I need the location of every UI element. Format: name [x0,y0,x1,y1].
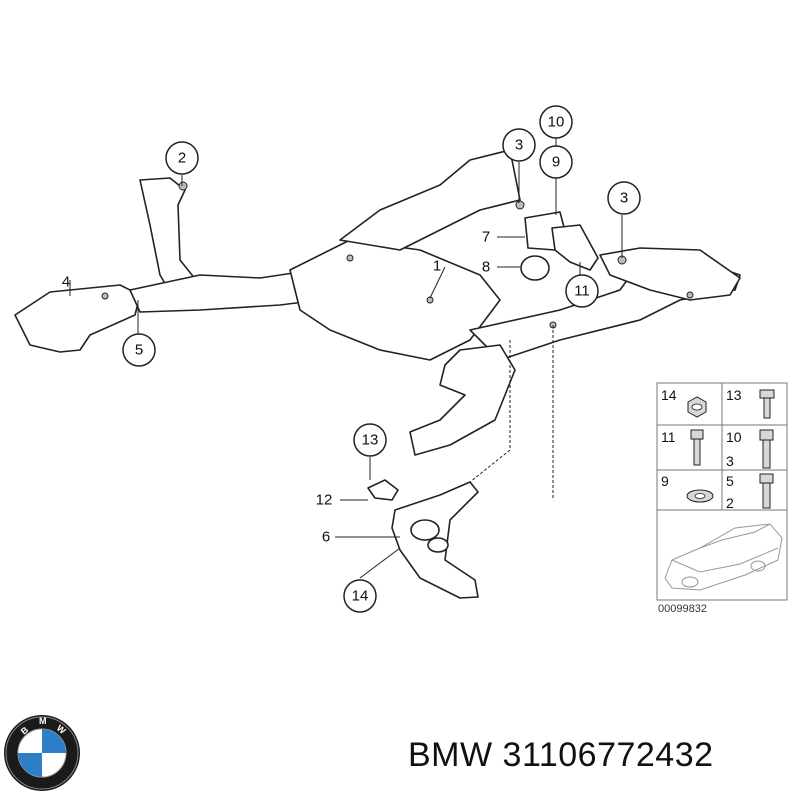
legend-label-3: 3 [726,453,734,469]
legend-label-9: 9 [661,473,669,489]
legend-label-10: 10 [726,429,742,445]
long-bolt-icon [759,473,774,509]
svg-text:3: 3 [620,190,628,207]
bolt-icon [759,389,775,419]
diagram-code: 00099832 [658,603,707,615]
label-8: 8 [482,259,490,276]
svg-text:9: 9 [552,154,560,171]
hex-bolt-icon [759,429,774,469]
svg-text:M: M [39,716,47,726]
callout-11: 11 [565,274,599,308]
callout-3-right: 3 [607,181,641,215]
callout-14: 14 [343,579,377,613]
car-thumbnail-frame [656,509,788,601]
flange-bolt-icon [690,429,704,466]
svg-text:13: 13 [362,432,379,449]
legend-label-13: 13 [726,387,742,403]
svg-text:11: 11 [574,283,590,300]
svg-text:3: 3 [515,137,523,154]
part-number: 31106772432 [502,736,714,774]
mount-holes [101,181,694,329]
fastener-legend: 14 13 11 10 3 9 5 2 [656,382,788,615]
callout-9: 9 [539,145,573,179]
leader-lines [69,132,623,579]
callout-3-top: 3 [502,128,536,162]
label-7: 7 [482,229,490,246]
bmw-logo-icon: B M W [4,715,80,791]
car-thumbnail-icon [664,523,783,591]
label-1: 1 [433,258,441,275]
legend-label-2: 2 [726,495,734,511]
legend-label-14: 14 [661,387,677,403]
callout-2: 2 [165,141,199,175]
callout-5: 5 [122,333,156,367]
callout-10: 10 [539,105,573,139]
part-number-caption: BMW 31106772432 [408,736,714,775]
washer-icon [686,489,714,503]
svg-text:14: 14 [352,588,369,605]
callout-13: 13 [353,423,387,457]
label-12: 12 [316,492,333,509]
hex-nut-icon [687,396,707,418]
svg-text:2: 2 [178,150,186,167]
label-4: 4 [62,274,70,291]
svg-text:B: B [19,724,31,736]
legend-label-5: 5 [726,473,734,489]
brand-name: BMW [408,736,493,774]
svg-text:10: 10 [548,114,565,131]
subframe-illustration [14,149,741,599]
label-6: 6 [322,529,330,546]
svg-text:5: 5 [135,342,143,359]
legend-label-11: 11 [661,429,676,445]
